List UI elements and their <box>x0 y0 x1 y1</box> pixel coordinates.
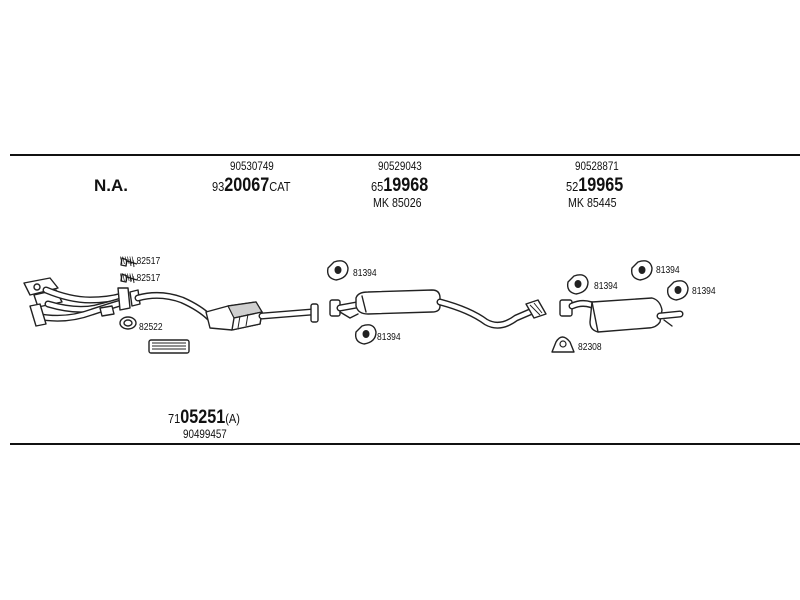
group3-part-main: 19965 <box>578 175 624 196</box>
rear-silencer <box>559 297 684 333</box>
group1-part-main: 20067 <box>224 175 270 196</box>
footer-oem-number: 90499457 <box>183 427 227 441</box>
variant-label: N.A. <box>94 176 128 195</box>
group2-part-prefix: 65 <box>371 179 384 194</box>
catalyst-inlet-pipe <box>129 289 214 322</box>
group3-kit-number: MK 85445 <box>568 195 617 210</box>
group1-part-number: 9320067CAT <box>212 176 291 195</box>
footer-part-suffix: (A) <box>225 411 240 426</box>
group2-part-number: 6519968 <box>371 176 428 195</box>
group3-part-prefix: 52 <box>566 179 579 194</box>
group1-oem-number: 90530749 <box>230 159 274 173</box>
stud-bolt-a <box>120 257 138 268</box>
rubber-hanger-mid-bottom <box>354 324 377 345</box>
group1-part-prefix: 93 <box>212 179 225 194</box>
catalytic-converter <box>205 301 319 331</box>
footer-part-main: 05251 <box>180 407 226 428</box>
exhaust-clamp <box>551 336 575 353</box>
ring-gasket <box>119 316 137 330</box>
callout-clamp: 82308 <box>578 342 602 353</box>
callout-stud-b-number: 82517 <box>136 273 161 284</box>
group2-oem-number: 90529043 <box>378 159 422 173</box>
group3-oem-number: 90528871 <box>575 159 619 173</box>
callout-hanger-rear-2: 81394 <box>656 265 680 276</box>
callout-hanger-mid-bottom: 81394 <box>377 332 401 343</box>
callout-gasket: 82522 <box>139 322 163 333</box>
middle-silencer <box>329 289 547 329</box>
heat-shield <box>148 339 190 354</box>
rubber-hanger-rear-2 <box>630 260 653 281</box>
stud-bolt-b <box>120 273 138 284</box>
group2-part-main: 19968 <box>383 175 429 196</box>
callout-stud-a: \\\\\\ 82517 <box>120 256 161 267</box>
group2-kit-number: MK 85026 <box>373 195 422 210</box>
rubber-hanger-mid-top <box>326 260 349 281</box>
footer-part-prefix: 71 <box>168 411 181 426</box>
front-pipe-manifold <box>23 277 131 327</box>
callout-hanger-rear-3: 81394 <box>692 286 716 297</box>
bottom-divider <box>10 443 800 445</box>
rubber-hanger-rear-3 <box>666 280 689 301</box>
top-divider <box>10 154 800 156</box>
group3-part-number: 5219965 <box>566 176 623 195</box>
rubber-hanger-rear-1 <box>566 274 589 295</box>
footer-part-number: 7105251(A) <box>168 408 240 427</box>
callout-hanger-mid-top: 81394 <box>353 268 377 279</box>
callout-stud-a-number: 82517 <box>136 256 161 267</box>
callout-stud-b: \\\\\\ 82517 <box>120 273 161 284</box>
group1-part-suffix: CAT <box>269 179 291 194</box>
callout-hanger-rear-1: 81394 <box>594 281 618 292</box>
